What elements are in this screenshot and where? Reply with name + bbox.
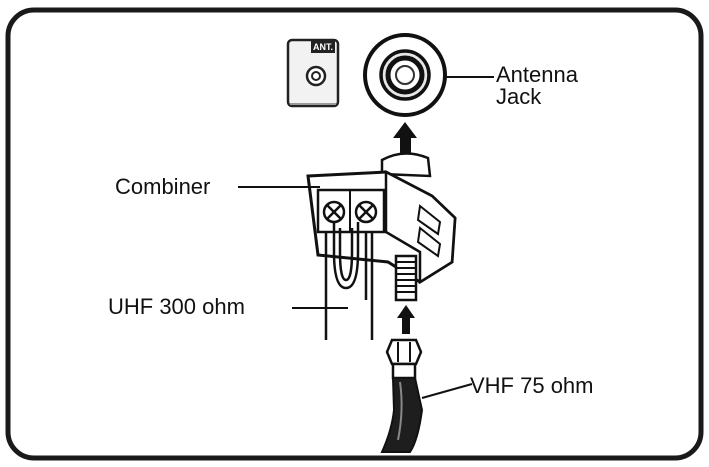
uhf-twin-lead xyxy=(324,222,374,340)
antenna-jack-label-line2: Jack xyxy=(496,84,542,109)
vhf-label: VHF 75 ohm xyxy=(470,373,594,398)
vhf-leader xyxy=(421,383,473,399)
combiner-body xyxy=(306,152,457,285)
screw-terminal-right xyxy=(354,200,378,224)
antenna-jack-icon xyxy=(363,33,447,117)
antenna-jack-label: Antenna Jack xyxy=(496,64,578,108)
vhf-coax-cable xyxy=(380,338,424,453)
arrow-up-icon xyxy=(393,122,417,160)
ant-tag: ANT. xyxy=(311,41,335,53)
arrow-up-icon xyxy=(397,305,415,334)
antenna-jack-label-line1: Antenna xyxy=(496,62,578,87)
f-connector-thread xyxy=(394,254,418,302)
combiner-label: Combiner xyxy=(115,174,211,199)
uhf-label: UHF 300 ohm xyxy=(108,294,245,319)
ant-panel xyxy=(286,38,340,108)
screw-terminal-left xyxy=(322,200,346,224)
